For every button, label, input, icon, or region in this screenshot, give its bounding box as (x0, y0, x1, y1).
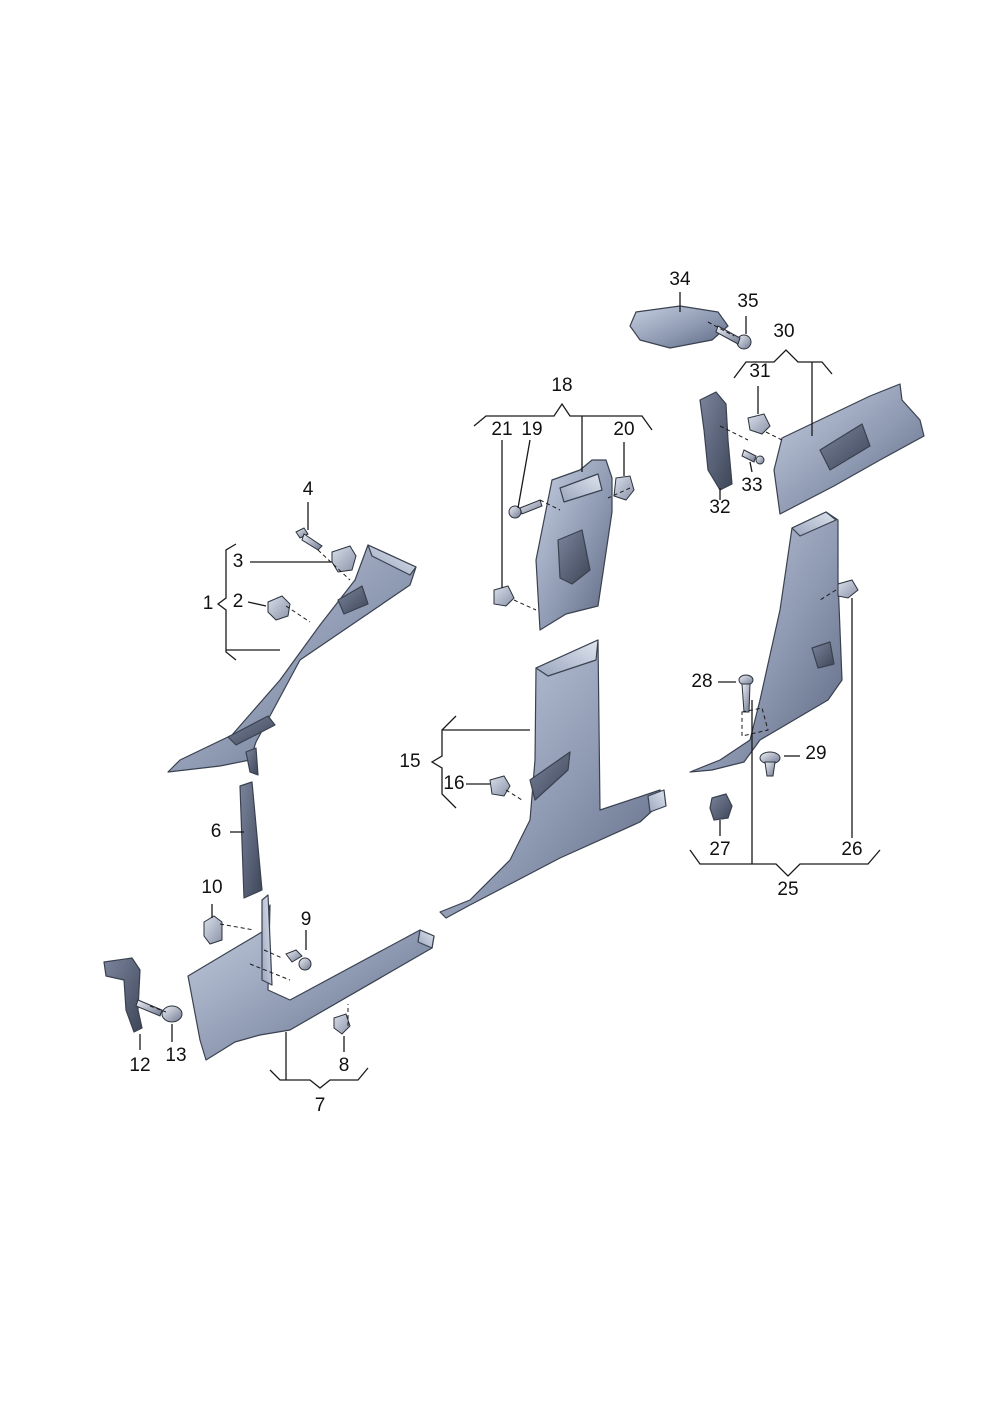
callout-19: 19 (521, 419, 542, 440)
screw-19 (508, 499, 543, 519)
callout-6: 6 (211, 821, 222, 842)
screw-29 (759, 751, 781, 777)
clip-20 (613, 475, 635, 501)
c-pillar-lower-trim-25 (689, 511, 843, 773)
b-pillar-upper-trim-18 (535, 459, 613, 631)
callout-34: 34 (669, 269, 691, 290)
fastener-13 (135, 999, 183, 1023)
a-pillar-lower-strip-6 (239, 781, 263, 899)
callout-7: 7 (315, 1095, 326, 1116)
callout-21: 21 (491, 419, 512, 440)
callout-3: 3 (233, 551, 244, 572)
callout-18: 18 (551, 375, 572, 396)
grab-handle-34 (629, 305, 729, 349)
callout-20: 20 (613, 419, 634, 440)
callout-26: 26 (841, 839, 862, 860)
a-pillar-clip-2 (267, 595, 291, 621)
clip-26 (837, 579, 859, 599)
clip-27 (709, 793, 733, 821)
callout-35: 35 (737, 291, 758, 312)
callout-28: 28 (691, 671, 712, 692)
a-pillar-trim (167, 544, 417, 776)
clip-21 (493, 585, 515, 607)
dashed-guides (149, 321, 837, 1026)
clip-8 (333, 1013, 351, 1035)
callout-30: 30 (773, 321, 794, 342)
clip-16 (489, 775, 511, 797)
c-pillar-upper-trim-30 (773, 383, 925, 515)
callout-12: 12 (129, 1055, 150, 1076)
callout-1: 1 (203, 593, 214, 614)
screw-33 (741, 449, 765, 465)
callout-10: 10 (201, 877, 222, 898)
bracket-12 (103, 957, 143, 1033)
bracket-32 (699, 391, 733, 491)
screw-9 (285, 949, 312, 971)
leader-lines (139, 292, 881, 1089)
callout-2: 2 (233, 591, 244, 612)
callout-25: 25 (777, 879, 798, 900)
callout-9: 9 (301, 909, 312, 930)
callout-31: 31 (749, 361, 770, 382)
callout-32: 32 (709, 497, 730, 518)
callout-13: 13 (165, 1045, 186, 1066)
clip-31 (747, 413, 771, 435)
sill-trim-7 (187, 894, 435, 1061)
callout-15: 15 (399, 751, 420, 772)
callout-numbers: 1 2 3 4 6 7 8 9 10 12 13 15 16 18 19 20 … (129, 269, 862, 1116)
a-pillar-clip-3 (331, 545, 357, 573)
callout-16: 16 (443, 773, 464, 794)
b-pillar-lower-trim-15 (439, 639, 667, 919)
screw-35 (715, 325, 752, 350)
callout-29: 29 (805, 743, 826, 764)
clip-10 (203, 915, 223, 945)
callout-8: 8 (339, 1055, 350, 1076)
callout-33: 33 (741, 475, 762, 496)
callout-27: 27 (709, 839, 730, 860)
callout-4: 4 (303, 479, 314, 500)
screw-28 (738, 674, 754, 713)
screw-4 (295, 527, 323, 551)
